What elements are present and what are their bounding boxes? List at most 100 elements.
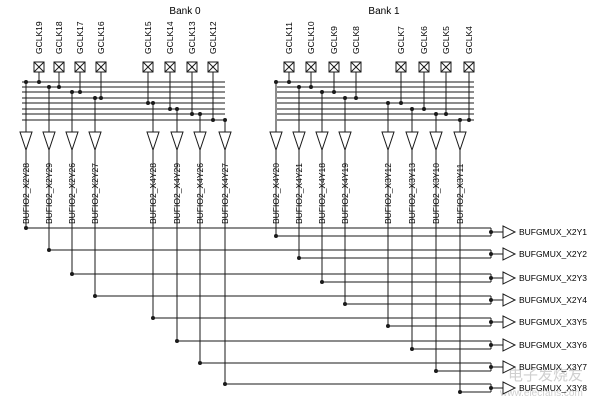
junction-dot — [24, 80, 28, 84]
mux-triangle-icon — [502, 271, 517, 285]
junction-dot — [151, 316, 155, 320]
mux-group: BUFGMUX_X2Y4 — [502, 293, 587, 307]
mux-group: BUFGMUX_X2Y1 — [502, 225, 587, 239]
mux-group: BUFGMUX_X2Y2 — [502, 247, 587, 261]
buffer-triangle-icon — [19, 131, 33, 152]
junction-dot — [175, 339, 179, 343]
gclk-pin-label: GCLK9 — [329, 26, 339, 54]
gclk-pad-cross — [53, 61, 65, 73]
gclk-pin-label: GCLK19 — [34, 21, 44, 54]
junction-dot — [70, 90, 74, 94]
junction-dot — [93, 96, 97, 100]
junction-dot — [489, 276, 493, 280]
bufgmux-label: BUFGMUX_X3Y7 — [519, 362, 587, 372]
gclk-pin-label: GCLK15 — [143, 21, 153, 54]
mux-group: BUFGMUX_X3Y5 — [502, 315, 587, 329]
junction-dot — [198, 112, 202, 116]
junction-dot — [297, 256, 301, 260]
mux-triangle-icon — [502, 293, 517, 307]
gclk-pin-label: GCLK11 — [284, 22, 294, 54]
watermark-text: 电子发烧友 — [508, 367, 583, 384]
gclk-pad-cross — [440, 61, 452, 73]
junction-dot — [489, 230, 493, 234]
gclk-pad-cross — [463, 61, 475, 73]
mux-group: BUFGMUX_X2Y3 — [502, 271, 587, 285]
gclk-pin-label: GCLK16 — [96, 21, 106, 54]
junction-dot — [489, 252, 493, 256]
watermark-url: www.elecfans.com — [499, 388, 583, 399]
bank-label-0: Bank 0 — [169, 6, 201, 17]
junction-dot — [343, 302, 347, 306]
gclk-pad-cross — [164, 61, 176, 73]
junction-dot — [223, 382, 227, 386]
bufgmux-label: BUFGMUX_X3Y5 — [519, 317, 587, 327]
junction-dot — [489, 386, 493, 390]
gclk-pad-cross — [395, 61, 407, 73]
junction-dot — [410, 107, 414, 111]
junction-dot — [386, 101, 390, 105]
junction-dot — [489, 320, 493, 324]
gclk-pad-cross — [418, 61, 430, 73]
buffer-triangle-icon — [65, 131, 79, 152]
gclk-pin-label: GCLK17 — [75, 21, 85, 54]
bufgmux-label: BUFGMUX_X3Y6 — [519, 340, 587, 350]
mux-triangle-icon — [502, 225, 517, 239]
gclk-pin-label: GCLK6 — [419, 26, 429, 54]
buffer-triangle-icon — [453, 131, 467, 152]
buffer-triangle-icon — [42, 131, 56, 152]
buffer-triangle-icon — [170, 131, 184, 152]
junction-dot — [434, 369, 438, 373]
gclk-pad-cross — [350, 61, 362, 73]
junction-dot — [320, 280, 324, 284]
gclk-pin-label: GCLK7 — [396, 26, 406, 54]
gclk-pin-label: GCLK18 — [54, 21, 64, 54]
junction-dot — [47, 248, 51, 252]
bank-label-1: Bank 1 — [368, 6, 400, 17]
junction-dot — [489, 365, 493, 369]
mux-group: BUFGMUX_X3Y6 — [502, 338, 587, 352]
mux-triangle-icon — [502, 338, 517, 352]
bufgmux-label: BUFGMUX_X2Y4 — [519, 295, 587, 305]
bank-group-1: GCLK11 GCLK10 GCLK9 GCLK8 GCLK7 GCLK6 GCLK5 GCL… — [269, 21, 475, 224]
gclk-pad-cross — [186, 61, 198, 73]
gclk-pad-cross — [95, 61, 107, 73]
buffer-triangle-icon — [269, 131, 283, 152]
junction-dot — [343, 96, 347, 100]
junction-dot — [198, 361, 202, 365]
gclk-pin-label: GCLK10 — [306, 21, 316, 54]
gclk-pin-label: GCLK4 — [464, 26, 474, 54]
gclk-pin-label: GCLK13 — [187, 21, 197, 54]
gclk-pin-label: GCLK12 — [208, 21, 218, 54]
bufgmux-label: BUFGMUX_X2Y2 — [519, 249, 587, 259]
gclk-pad-cross — [33, 61, 45, 73]
junction-dot — [489, 343, 493, 347]
junction-dot — [410, 347, 414, 351]
junction-dot — [70, 272, 74, 276]
bufgmux-label: BUFGMUX_X2Y3 — [519, 273, 587, 283]
junction-dot — [297, 85, 301, 89]
buffer-triangle-icon — [292, 131, 306, 152]
gclk-pad-cross — [142, 61, 154, 73]
buffer-triangle-icon — [193, 131, 207, 152]
gclk-pin-label: GCLK8 — [351, 26, 361, 54]
junction-dot — [175, 107, 179, 111]
junction-dot — [24, 226, 28, 230]
junction-dot — [458, 118, 462, 122]
bufgmux-label: BUFGMUX_X3Y8 — [519, 383, 587, 393]
junction-dot — [458, 390, 462, 394]
junction-dot — [47, 85, 51, 89]
buffer-triangle-icon — [146, 131, 160, 152]
buffer-triangle-icon — [429, 131, 443, 152]
junction-dot — [489, 298, 493, 302]
buffer-triangle-icon — [405, 131, 419, 152]
gclk-pad-cross — [74, 61, 86, 73]
gclk-pin-label: GCLK5 — [441, 26, 451, 54]
gclk-pad-cross — [305, 61, 317, 73]
gclk-pad-cross — [328, 61, 340, 73]
buffer-triangle-icon — [88, 131, 102, 152]
buffer-triangle-icon — [218, 131, 232, 152]
junction-dot — [93, 294, 97, 298]
mux-triangle-icon — [502, 247, 517, 261]
